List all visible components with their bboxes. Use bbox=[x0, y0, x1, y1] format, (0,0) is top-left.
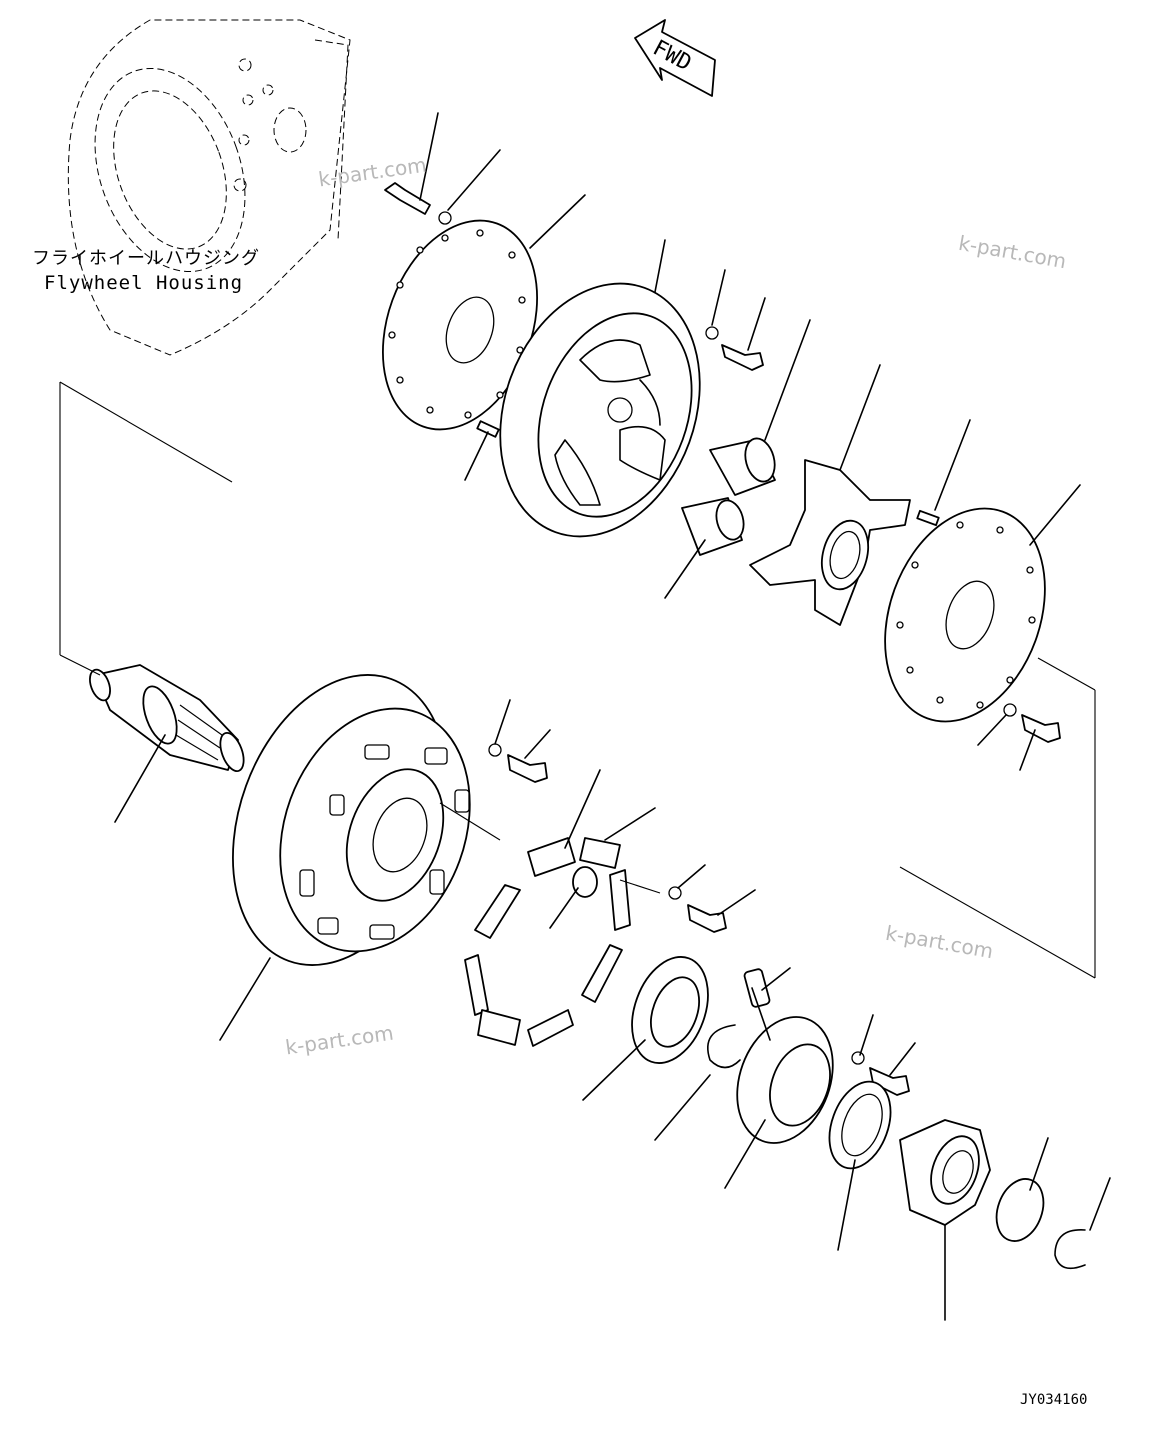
bolt-washer-set-1 bbox=[384, 182, 452, 225]
leader-lines bbox=[59, 112, 1111, 1321]
fwd-arrow-icon: FWD bbox=[634, 19, 716, 97]
snap-ring-1 bbox=[707, 1024, 741, 1069]
bolt-washer-set-5 bbox=[668, 886, 727, 933]
drive-ring-housing bbox=[499, 282, 701, 538]
housing-label-english: Flywheel Housing bbox=[44, 272, 244, 294]
flywheel-housing-outline bbox=[67, 19, 351, 356]
bolt-washer-set-2 bbox=[705, 326, 764, 371]
end-cap bbox=[995, 1178, 1045, 1242]
dowel-pin-2 bbox=[916, 509, 940, 527]
bushing bbox=[572, 866, 598, 898]
bolt-washer-set-4 bbox=[488, 743, 548, 783]
drawing-code: JY034160 bbox=[1020, 1392, 1088, 1408]
housing-label-japanese: フライホイールハウジング bbox=[32, 248, 260, 269]
coupling-plate-rear bbox=[884, 507, 1046, 723]
oil-seal bbox=[828, 1080, 892, 1170]
bearing-cage bbox=[736, 1016, 834, 1144]
input-shaft bbox=[89, 664, 245, 773]
coupling-plate-front bbox=[382, 219, 538, 431]
spider-hub bbox=[749, 459, 911, 626]
rubber-block-1 bbox=[709, 437, 776, 496]
breather-plug bbox=[743, 968, 771, 1008]
snap-ring-2 bbox=[1054, 1229, 1086, 1270]
main-housing bbox=[232, 674, 471, 966]
dowel-pin-1 bbox=[476, 420, 500, 438]
bolt-washer-set-3 bbox=[1003, 703, 1061, 743]
bearing bbox=[631, 956, 709, 1064]
output-coupling bbox=[899, 1119, 991, 1226]
rubber-block-2 bbox=[681, 497, 745, 556]
plate-set bbox=[464, 837, 631, 1047]
